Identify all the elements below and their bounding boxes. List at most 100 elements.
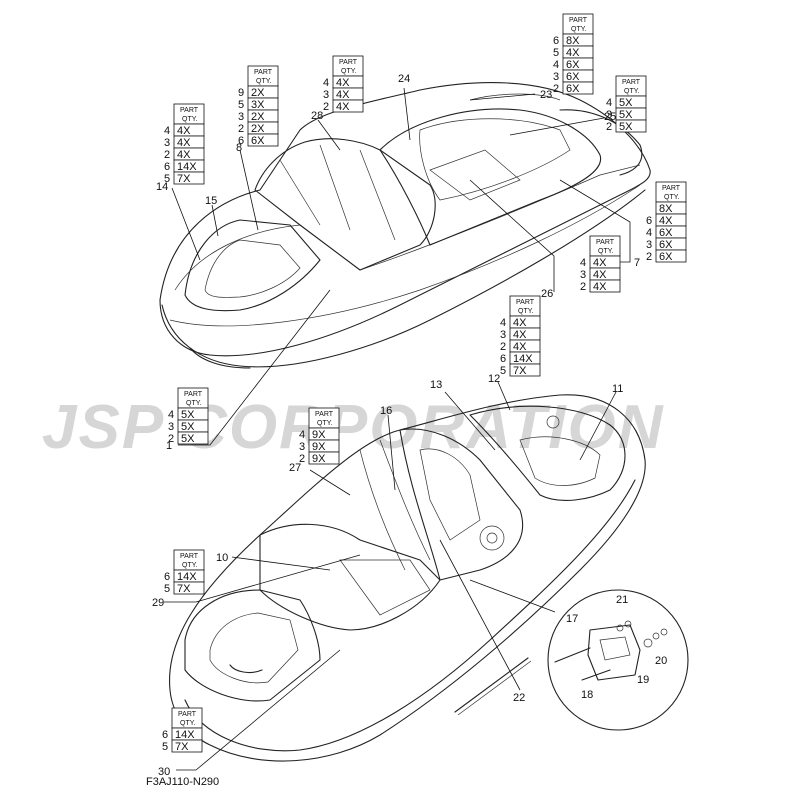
qty-row-count: 5X bbox=[619, 121, 633, 133]
qty-row-count: 9X bbox=[312, 429, 326, 441]
callout-19: 19 bbox=[637, 674, 649, 686]
callout-11: 11 bbox=[612, 383, 623, 395]
callout-13: 13 bbox=[430, 379, 442, 391]
qty-header-part: PART bbox=[622, 79, 641, 86]
qty-row-count: 5X bbox=[619, 109, 633, 121]
qty-row-part: 2 bbox=[646, 251, 652, 263]
qty-header-part: PART bbox=[596, 239, 615, 246]
qty-row-part: 6 bbox=[553, 35, 559, 47]
qty-header-part: PART bbox=[339, 59, 358, 66]
qty-row-part: 3 bbox=[500, 329, 506, 341]
qty-header-qty: QTY. bbox=[182, 562, 197, 569]
qty-row-part: 3 bbox=[238, 111, 244, 123]
qty-row-part: 5 bbox=[164, 173, 170, 185]
qty-row-count: 2X bbox=[251, 123, 265, 135]
callout-14: 14 bbox=[156, 181, 168, 193]
qty-row-count: 8X bbox=[566, 35, 580, 47]
qty-header-part: PART bbox=[254, 69, 273, 76]
qty-row-part: 2 bbox=[299, 453, 305, 465]
callout-27: 27 bbox=[289, 462, 301, 474]
callout-22: 22 bbox=[513, 692, 525, 704]
trim-strip bbox=[454, 657, 529, 713]
qty-row-count: 3X bbox=[251, 99, 265, 111]
qty-row-count: 8X bbox=[659, 203, 673, 215]
callout-15: 15 bbox=[205, 195, 217, 207]
qty-header-part: PART bbox=[178, 711, 197, 718]
qty-row-count: 5X bbox=[181, 421, 195, 433]
qty-header-part: PART bbox=[180, 553, 199, 560]
qty-row-count: 6X bbox=[566, 83, 580, 95]
qty-row-part: 6 bbox=[162, 729, 168, 741]
qty-header-qty: QTY. bbox=[180, 720, 195, 727]
qty-row-part: 4 bbox=[646, 227, 652, 239]
qty-row-count: 14X bbox=[513, 353, 533, 365]
qty-row-part: 4 bbox=[323, 77, 329, 89]
qty-row-count: 7X bbox=[175, 741, 189, 753]
qty-header-qty: QTY. bbox=[518, 308, 533, 315]
qty-row-count: 4X bbox=[513, 341, 527, 353]
qty-row-part: 2 bbox=[168, 433, 174, 445]
qty-row-part: 4 bbox=[299, 429, 305, 441]
qty-row-count: 6X bbox=[566, 59, 580, 71]
callout-20: 20 bbox=[655, 655, 667, 667]
qty-row-part: 2 bbox=[606, 121, 612, 133]
qty-row-part: 3 bbox=[553, 71, 559, 83]
qty-row-part: 5 bbox=[553, 47, 559, 59]
qty-row-count: 2X bbox=[251, 111, 265, 123]
qty-row-part: 2 bbox=[553, 83, 559, 95]
qty-row-count: 7X bbox=[177, 583, 191, 595]
qty-row-part: 6 bbox=[164, 571, 170, 583]
qty-row-count: 9X bbox=[312, 453, 326, 465]
qty-header-part: PART bbox=[184, 391, 203, 398]
qty-row-count: 4X bbox=[659, 215, 673, 227]
qty-row-count: 5X bbox=[181, 409, 195, 421]
qty-row-count: 6X bbox=[659, 251, 673, 263]
qty-row-count: 4X bbox=[177, 137, 191, 149]
qty-row-count: 9X bbox=[312, 441, 326, 453]
qty-row-count: 6X bbox=[659, 227, 673, 239]
qty-row-part: 4 bbox=[553, 59, 559, 71]
qty-row-count: 4X bbox=[566, 47, 580, 59]
callout-10: 10 bbox=[216, 552, 228, 564]
callout-16: 16 bbox=[380, 405, 392, 417]
qty-header-qty: QTY. bbox=[256, 78, 271, 85]
callout-8: 8 bbox=[236, 142, 242, 154]
qty-row-count: 6X bbox=[566, 71, 580, 83]
qty-row-part: 3 bbox=[646, 239, 652, 251]
diagram-code: F3AJ110-N290 bbox=[146, 776, 220, 788]
callout-1: 1 bbox=[166, 440, 172, 452]
qty-row-part: 5 bbox=[500, 365, 506, 377]
qty-row-part: 2 bbox=[323, 101, 329, 113]
qty-tables: PART QTY. 6 8X 5 4X 4 6X 3 6X 2 6X PART QTY. 4 4X 3 4X 2 4X… bbox=[162, 13, 687, 753]
qty-row-count: 4X bbox=[593, 281, 607, 293]
qty-row-count: 4X bbox=[177, 125, 191, 137]
qty-row-count: 4X bbox=[513, 317, 527, 329]
watermark-text: JSP CORPORATION bbox=[42, 393, 665, 462]
callout-17: 17 bbox=[566, 613, 578, 625]
callout-18: 18 bbox=[581, 689, 593, 701]
qty-row-count: 5X bbox=[619, 97, 633, 109]
callout-numbers: 1 7 8 10 11 12 13 14 15 16 17 18 19 20 2… bbox=[152, 73, 667, 778]
qty-header-qty: QTY. bbox=[571, 26, 586, 33]
qty-row-count: 4X bbox=[593, 269, 607, 281]
qty-row-part: 6 bbox=[238, 135, 244, 147]
callout-7: 7 bbox=[634, 257, 640, 269]
qty-row-part: 4 bbox=[580, 257, 586, 269]
qty-row-part: 2 bbox=[164, 149, 170, 161]
qty-row-part: 4 bbox=[606, 97, 612, 109]
callout-30: 30 bbox=[158, 766, 170, 778]
qty-row-count: 5X bbox=[181, 433, 195, 445]
qty-row-part: 3 bbox=[299, 441, 305, 453]
qty-row-part: 6 bbox=[500, 353, 506, 365]
qty-row-part: 5 bbox=[164, 583, 170, 595]
qty-row-count: 14X bbox=[177, 161, 197, 173]
qty-row-part: 6 bbox=[164, 161, 170, 173]
callout-23: 23 bbox=[540, 89, 552, 101]
qty-row-part: 2 bbox=[580, 281, 586, 293]
